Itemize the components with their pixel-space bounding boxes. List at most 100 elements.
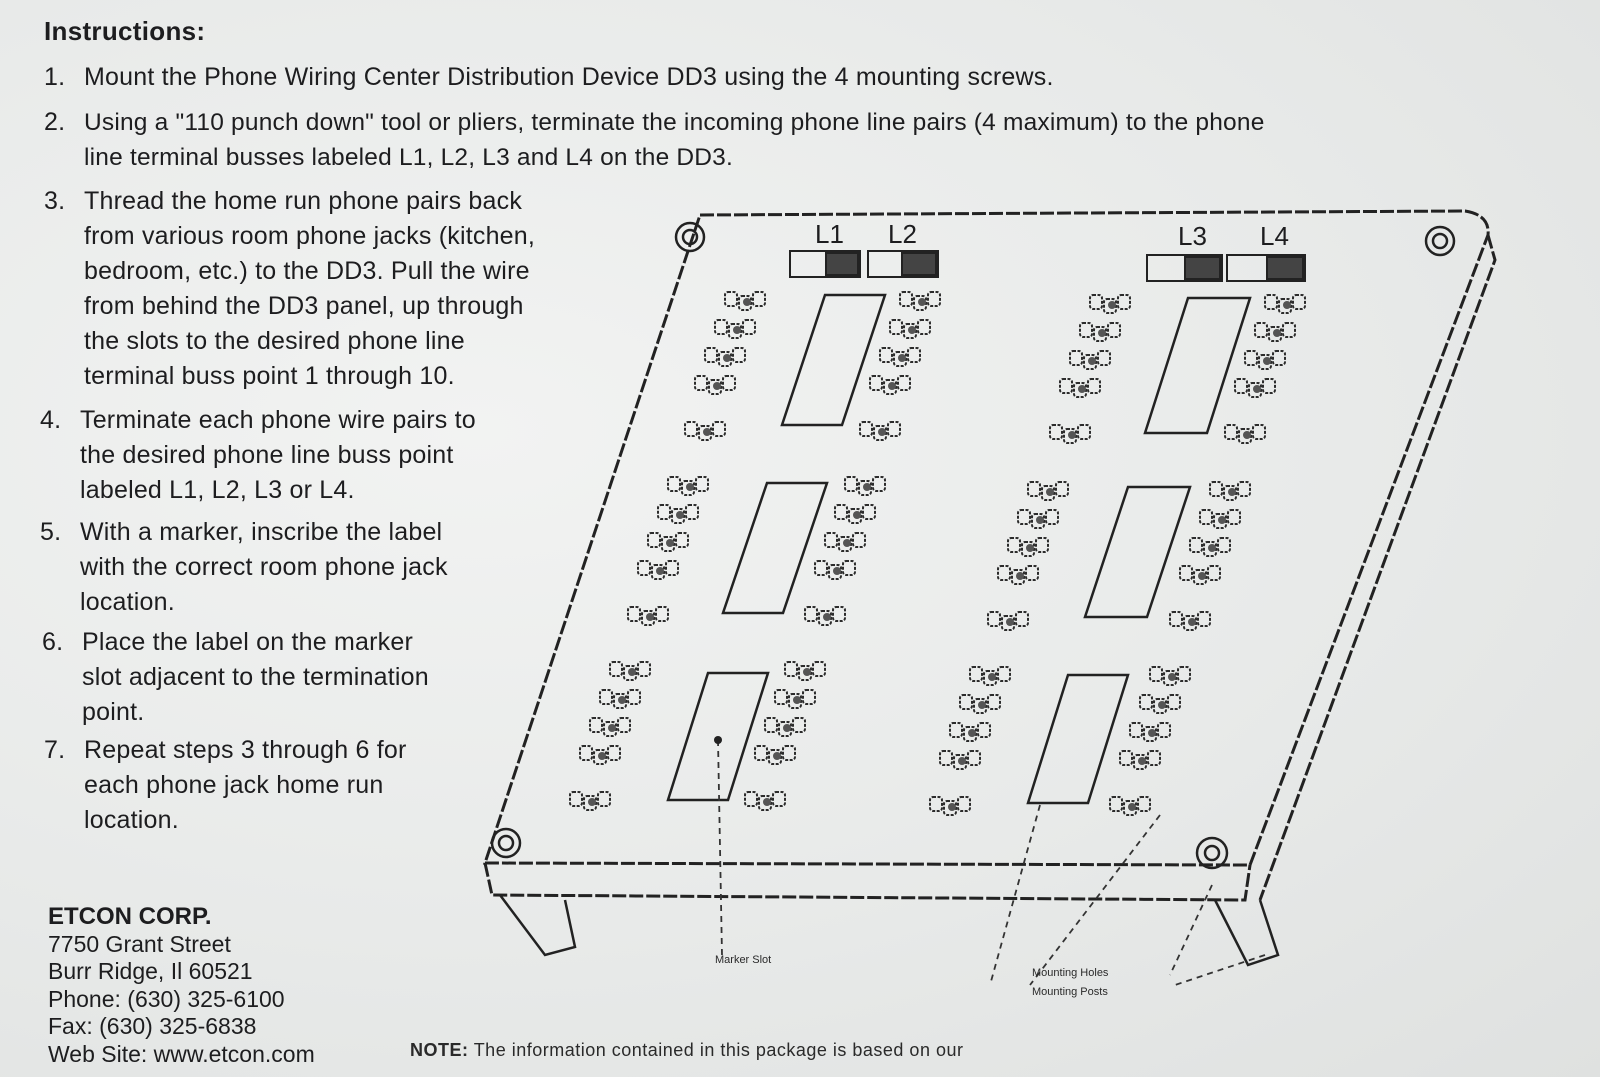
company-info: ETCON CORP. 7750 Grant Street Burr Ridge… bbox=[48, 903, 315, 1068]
punch-down-terminal bbox=[879, 347, 921, 367]
punch-down-terminal bbox=[724, 291, 766, 311]
punch-down-terminal bbox=[704, 347, 746, 367]
punch-down-terminal bbox=[589, 717, 631, 737]
bus-label-l4: L4 bbox=[1260, 221, 1289, 251]
step-7: 7. Repeat steps 3 through 6 for each pho… bbox=[44, 733, 474, 838]
callout-lines bbox=[717, 739, 1266, 986]
punch-down-terminal bbox=[754, 745, 796, 765]
punch-down-terminal bbox=[959, 694, 1001, 714]
punch-down-terminal bbox=[949, 722, 991, 742]
punch-down-terminal bbox=[1189, 537, 1231, 557]
step-1: 1. Mount the Phone Wiring Center Distrib… bbox=[44, 60, 1564, 96]
instructions-heading: Instructions: bbox=[44, 16, 206, 46]
company-fax: Fax: (630) 325-6838 bbox=[48, 1013, 257, 1039]
punch-down-terminal bbox=[714, 319, 756, 339]
marker-slots bbox=[666, 293, 1252, 805]
step-line: slot adjacent to the termination bbox=[82, 663, 429, 691]
step-line: from various room phone jacks (kitchen, bbox=[84, 222, 536, 250]
step-line: Thread the home run phone pairs back bbox=[84, 187, 523, 215]
step-text: With a marker, inscribe the label with t… bbox=[80, 515, 448, 620]
punch-down-terminal bbox=[744, 791, 786, 811]
step-line: terminal buss point 1 through 10. bbox=[84, 362, 455, 390]
step-6: 6. Place the label on the marker slot ad… bbox=[42, 625, 492, 730]
punch-down-terminal bbox=[599, 689, 641, 709]
company-name: ETCON CORP. bbox=[48, 903, 212, 930]
mounting-posts bbox=[499, 894, 1280, 967]
punch-down-terminal bbox=[834, 504, 876, 524]
note-label: NOTE: bbox=[410, 1040, 469, 1060]
punch-down-terminal bbox=[939, 750, 981, 770]
punch-down-terminal bbox=[1049, 424, 1091, 444]
punch-down-terminal bbox=[1109, 796, 1151, 816]
step-line: bedroom, etc.) to the DD3. Pull the wire bbox=[84, 257, 530, 285]
company-phone: Phone: (630) 325-6100 bbox=[48, 985, 285, 1012]
step-line: each phone jack home run bbox=[84, 771, 384, 799]
punch-down-terminal bbox=[657, 504, 699, 524]
punch-down-terminal bbox=[869, 375, 911, 395]
punch-down-terminal bbox=[1017, 509, 1059, 529]
step-line: location. bbox=[80, 588, 175, 616]
punch-down-terminal bbox=[694, 375, 736, 395]
punch-down-terminal bbox=[609, 661, 651, 681]
punch-down-terminal bbox=[899, 291, 941, 311]
bus-label-l3: L3 bbox=[1178, 221, 1207, 251]
step-text: Thread the home run phone pairs back fro… bbox=[84, 184, 535, 394]
punch-down-terminal bbox=[627, 606, 669, 626]
step-line: labeled L1, L2, L3 or L4. bbox=[80, 476, 355, 504]
step-text: Place the label on the marker slot adjac… bbox=[82, 625, 429, 730]
step-line: from behind the DD3 panel, up through bbox=[84, 292, 524, 320]
step-number: 6. bbox=[42, 628, 64, 656]
punch-down-terminal bbox=[1264, 294, 1306, 314]
punch-down-terminal bbox=[1079, 322, 1121, 342]
step-number: 3. bbox=[44, 187, 66, 215]
punch-down-terminal bbox=[579, 745, 621, 765]
step-number: 4. bbox=[40, 406, 62, 434]
punch-down-terminal bbox=[667, 476, 709, 496]
punch-down-terminal bbox=[774, 689, 816, 709]
step-number: 1. bbox=[44, 63, 66, 91]
board-outline bbox=[482, 209, 1497, 902]
punch-down-terminal bbox=[569, 791, 611, 811]
punch-down-terminal bbox=[1007, 537, 1049, 557]
punch-down-terminal bbox=[1089, 294, 1131, 314]
punch-down-terminal bbox=[929, 796, 971, 816]
step-line: Mount the Phone Wiring Center Distributi… bbox=[84, 63, 1054, 91]
terminal-bus-bars bbox=[789, 250, 1306, 282]
step-line: Repeat steps 3 through 6 for bbox=[84, 736, 407, 764]
punch-down-terminal bbox=[969, 666, 1011, 686]
bus-label-l1: L1 bbox=[815, 219, 844, 249]
punch-down-terminal bbox=[1209, 481, 1251, 501]
punch-down-terminal bbox=[997, 565, 1039, 585]
punch-down-terminal bbox=[804, 606, 846, 626]
step-4: 4. Terminate each phone wire pairs to th… bbox=[40, 403, 540, 511]
punch-down-terminals bbox=[569, 291, 1306, 816]
step-line: the slots to the desired phone line bbox=[84, 327, 465, 355]
step-line: location. bbox=[84, 806, 179, 834]
punch-down-terminal bbox=[1069, 350, 1111, 370]
step-text: Mount the Phone Wiring Center Distributi… bbox=[84, 60, 1054, 95]
punch-down-terminal bbox=[1169, 611, 1211, 631]
callout-mounting-posts: Mounting Posts bbox=[1032, 986, 1108, 998]
punch-down-terminal bbox=[637, 560, 679, 580]
punch-down-terminal bbox=[1224, 424, 1266, 444]
step-line: Terminate each phone wire pairs to bbox=[80, 406, 476, 434]
punch-down-terminal bbox=[814, 560, 856, 580]
punch-down-terminal bbox=[1254, 322, 1296, 342]
punch-down-terminal bbox=[647, 532, 689, 552]
step-5: 5. With a marker, inscribe the label wit… bbox=[40, 515, 510, 620]
punch-down-terminal bbox=[684, 421, 726, 441]
punch-down-terminal bbox=[1199, 509, 1241, 529]
punch-down-terminal bbox=[1149, 666, 1191, 686]
step-line: line terminal busses labeled L1, L2, L3 … bbox=[84, 144, 734, 171]
step-text: Terminate each phone wire pairs to the d… bbox=[80, 403, 476, 508]
punch-down-terminal bbox=[1139, 694, 1181, 714]
step-number: 2. bbox=[44, 108, 66, 136]
marker-slot-pointer bbox=[714, 736, 722, 744]
punch-down-terminal bbox=[1027, 481, 1069, 501]
company-city: Burr Ridge, Il 60521 bbox=[48, 958, 253, 984]
company-street: 7750 Grant Street bbox=[48, 930, 231, 957]
punch-down-terminal bbox=[1059, 378, 1101, 398]
step-line: Place the label on the marker bbox=[82, 628, 413, 656]
punch-down-terminal bbox=[824, 532, 866, 552]
